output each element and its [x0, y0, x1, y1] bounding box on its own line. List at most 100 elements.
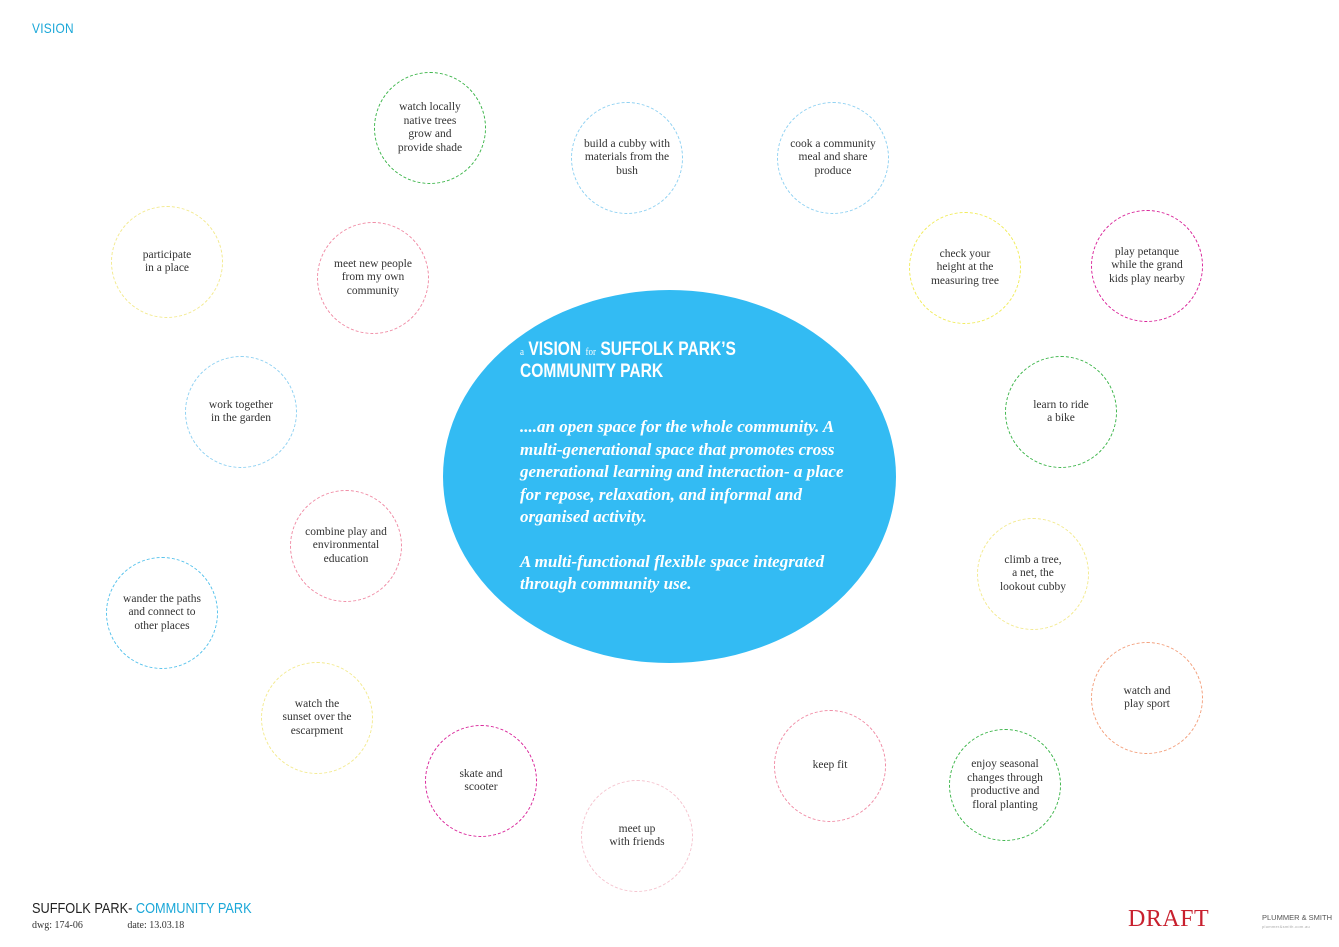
activity-bubble-line: enjoy seasonal	[971, 758, 1039, 770]
activity-bubble-line: with friends	[609, 836, 665, 848]
activity-bubble-line: kids play nearby	[1108, 272, 1185, 285]
activity-bubble-text: keep fit	[813, 759, 848, 773]
activity-bubble-line: learn to ride	[1033, 398, 1089, 411]
activity-bubble-line: floral planting	[972, 798, 1038, 811]
vision-title-prefix: a	[520, 346, 525, 358]
vision-title-for: for	[585, 346, 597, 358]
activity-bubble-line: watch the	[294, 697, 340, 710]
draft-stamp: DRAFT	[1128, 906, 1210, 932]
activity-bubble-line: education	[323, 552, 369, 565]
activity-bubble-line: productive and	[970, 785, 1040, 797]
vision-title: a VISION for SUFFOLK PARK’S COMMUNITY PA…	[520, 340, 736, 381]
vision-center-circle	[443, 290, 896, 663]
activity-bubble-line: from my own	[341, 271, 405, 284]
activity-bubble-line: while the grand	[1111, 259, 1183, 272]
activity-bubble-line: scooter	[464, 781, 498, 793]
vision-statement: ....an open space for the whole communit…	[520, 416, 850, 618]
activity-bubble-line: sunset over the	[282, 711, 352, 724]
activity-bubble-line: escarpment	[290, 724, 344, 737]
activity-bubble-line: a net, the	[1012, 567, 1054, 580]
activity-bubble-line: wander the paths	[123, 592, 201, 605]
activity-bubble-line: and connect to	[128, 606, 196, 619]
activity-bubble-line: keep fit	[812, 759, 848, 772]
activity-bubble-line: watch locally	[399, 101, 461, 113]
activity-bubble-line: grow and	[408, 128, 452, 140]
footer-title-accent: COMMUNITY PARK	[135, 900, 252, 917]
activity-bubble-line: bush	[616, 164, 638, 177]
drawing-date: date: 13.03.18	[127, 920, 185, 931]
activity-bubble-line: lookout cubby	[999, 580, 1067, 593]
activity-bubble-line: work together	[208, 398, 274, 411]
activity-bubble-line: meet up	[618, 822, 656, 835]
activity-bubble-line: climb a tree,	[1004, 553, 1062, 566]
activity-bubble-line: play sport	[1124, 698, 1170, 710]
activity-bubble-line: play petanque	[1114, 245, 1180, 258]
footer-meta: dwg: 174-06 date: 13.03.18	[32, 920, 226, 931]
activity-bubble-line: provide shade	[397, 141, 463, 154]
vision-title-line2: COMMUNITY PARK	[520, 361, 664, 382]
activity-bubble-line: participate	[142, 248, 192, 261]
activity-bubble-line: materials from the	[584, 151, 670, 164]
activity-bubble-line: cook a community	[790, 137, 876, 150]
activity-bubble-line: environmental	[312, 539, 380, 552]
activity-bubble-line: meet new people	[334, 257, 412, 270]
footer-title-main: SUFFOLK PARK-	[32, 900, 133, 917]
company-logo: PLUMMER & SMITH plummer&smith.com.au	[1262, 913, 1339, 931]
page-heading: VISION	[32, 20, 74, 36]
activity-bubble-line: community	[346, 284, 400, 297]
activity-bubble-line: a bike	[1047, 412, 1075, 424]
vision-title-vision: VISION	[528, 339, 582, 360]
activity-bubble-line: combine play and	[305, 525, 387, 538]
vision-title-rest: SUFFOLK PARK’S	[600, 339, 736, 360]
activity-bubble-line: changes through	[967, 771, 1043, 784]
vision-paragraph-1: ....an open space for the whole communit…	[520, 417, 844, 526]
activity-bubble-line: other places	[134, 619, 190, 632]
activity-bubble-line: in the garden	[210, 412, 272, 424]
activity-bubble-line: meal and share	[798, 151, 868, 164]
drawing-number: dwg: 174-06	[32, 920, 83, 931]
activity-bubble-line: watch and	[1123, 684, 1171, 697]
activity-bubble-line: in a place	[144, 262, 190, 274]
vision-paragraph-2: A multi-functional flexible space integr…	[520, 551, 825, 594]
activity-bubble-line: produce	[814, 164, 852, 177]
activity-bubble-line: skate and	[459, 767, 503, 780]
company-logo-url: plummer&smith.com.au	[1262, 924, 1311, 929]
activity-bubble-line: height at the	[936, 261, 994, 274]
footer-title: SUFFOLK PARK- COMMUNITY PARK	[32, 900, 252, 917]
activity-bubble-line: measuring tree	[930, 274, 999, 287]
activity-bubble-line: check your	[939, 247, 991, 260]
activity-bubble-line: build a cubby with	[584, 137, 670, 150]
activity-bubble: keep fit	[774, 710, 886, 822]
